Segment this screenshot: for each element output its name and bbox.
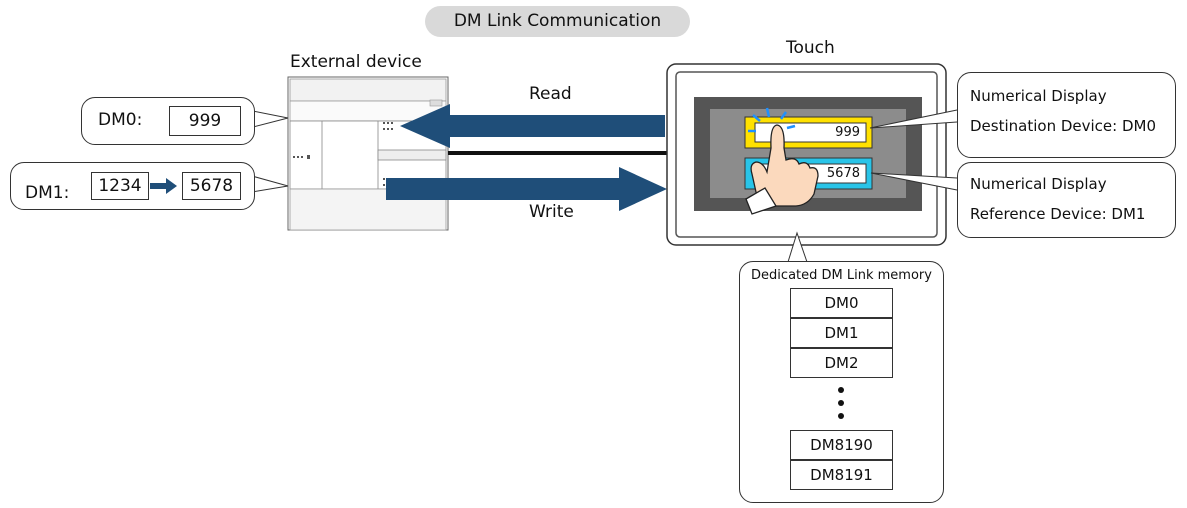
touch-ripple-icon — [748, 107, 796, 133]
ellipsis-dot — [838, 413, 844, 419]
arrow-right-icon — [150, 178, 177, 194]
touch-label: Touch — [786, 38, 835, 58]
dm1-new-value: 5678 — [182, 172, 241, 200]
display-dm0-value: 999 — [835, 125, 860, 140]
memory-title: Dedicated DM Link memory — [751, 268, 932, 283]
dm0-value: 999 — [169, 106, 241, 136]
ellipsis-dot — [838, 387, 844, 393]
read-label: Read — [529, 84, 572, 104]
external-device-label: External device — [290, 52, 422, 72]
ellipsis-dot — [838, 400, 844, 406]
dm0-callout: DM0: 999 — [81, 97, 255, 145]
read-arrow-shape — [400, 104, 665, 148]
plc-icon — [287, 76, 449, 231]
memory-callout: Dedicated DM Link memory DM0 DM1 DM2 DM8… — [739, 261, 944, 503]
reference-callout-line1: Numerical Display — [970, 175, 1107, 193]
dm1-label: DM1: — [25, 183, 70, 203]
memory-cell-dm8190: DM8190 — [790, 430, 893, 460]
memory-cell-dm0: DM0 — [790, 288, 893, 318]
memory-cell-dm8191: DM8191 — [790, 460, 893, 490]
write-label: Write — [529, 202, 574, 222]
write-arrow-shape — [386, 167, 667, 211]
dm1-callout: DM1: 1234 5678 — [10, 162, 255, 210]
display-dm1-value: 5678 — [826, 166, 860, 181]
memory-cell-dm1: DM1 — [790, 318, 893, 348]
dm0-label: DM0: — [98, 110, 143, 130]
destination-callout-line1: Numerical Display — [970, 87, 1107, 105]
dm1-old-value: 1234 — [91, 172, 149, 200]
memory-cell-dm2: DM2 — [790, 348, 893, 378]
destination-callout-line2: Destination Device: DM0 — [970, 117, 1156, 135]
reference-callout-line2: Reference Device: DM1 — [970, 205, 1146, 223]
destination-callout: Numerical Display Destination Device: DM… — [957, 72, 1176, 158]
title-pill: DM Link Communication — [425, 6, 690, 37]
reference-callout: Numerical Display Reference Device: DM1 — [957, 162, 1176, 238]
